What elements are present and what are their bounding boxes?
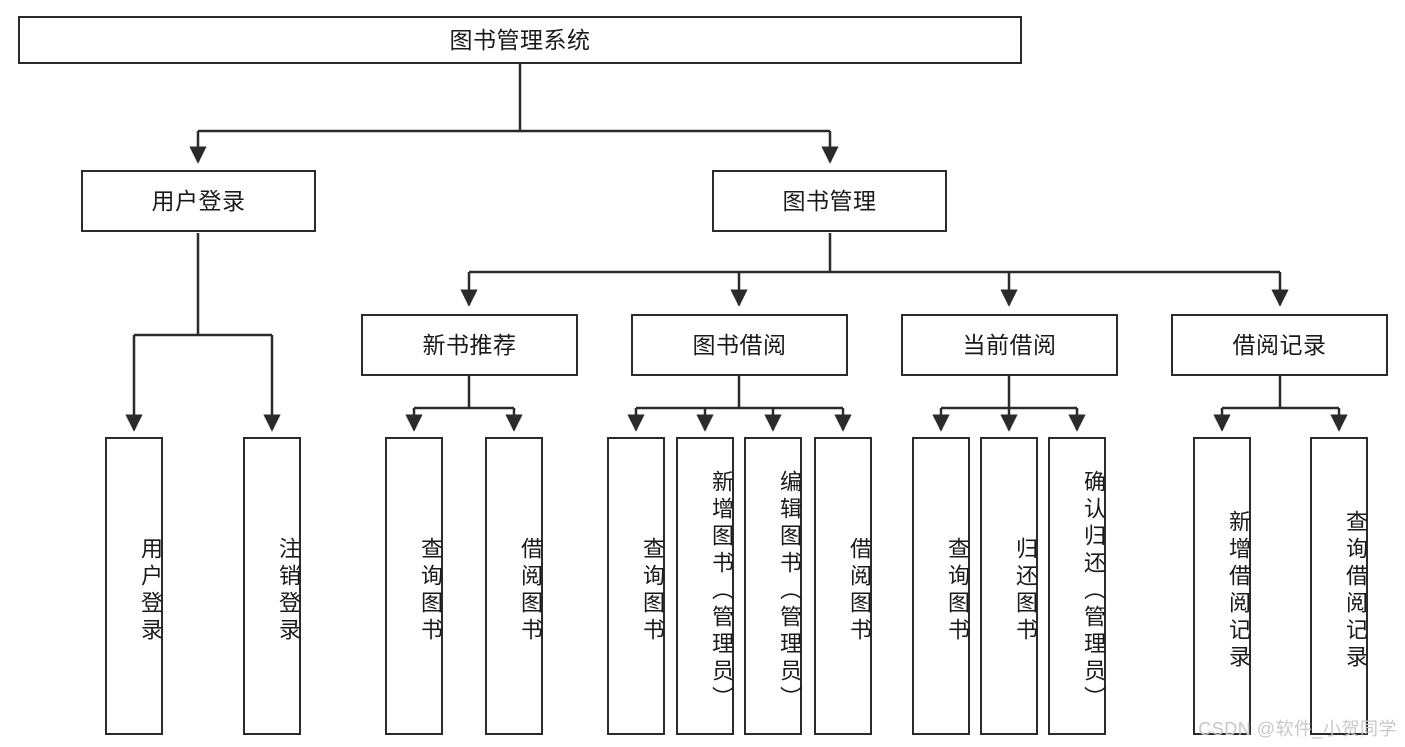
node-current-borrow[interactable]: 当前借阅 bbox=[901, 314, 1118, 376]
node-label: 查询图书 bbox=[418, 537, 443, 645]
node-root-system[interactable]: 图书管理系统 bbox=[18, 16, 1022, 64]
node-label: 当前借阅 bbox=[962, 331, 1057, 358]
leaf-edit-book-admin[interactable]: 编辑图书（管理员） bbox=[744, 437, 802, 735]
csdn-watermark: CSDN @软件_小贺同学 bbox=[1198, 719, 1397, 739]
node-label: 查询图书 bbox=[945, 537, 970, 645]
node-label: 图书借阅 bbox=[692, 331, 787, 358]
node-label: 图书管理 bbox=[782, 187, 877, 214]
leaf-confirm-return-admin[interactable]: 确认归还（管理员） bbox=[1048, 437, 1106, 735]
leaf-query-book-current[interactable]: 查询图书 bbox=[912, 437, 970, 735]
node-label: 编辑图书（管理员） bbox=[777, 469, 802, 713]
node-new-book-recommend[interactable]: 新书推荐 bbox=[361, 314, 578, 376]
leaf-add-book-admin[interactable]: 新增图书（管理员） bbox=[676, 437, 734, 735]
node-label: 查询图书 bbox=[640, 537, 665, 645]
leaf-borrow-book-recommend[interactable]: 借阅图书 bbox=[485, 437, 543, 735]
leaf-query-book-recommend[interactable]: 查询图书 bbox=[385, 437, 443, 735]
leaf-query-book-borrow[interactable]: 查询图书 bbox=[607, 437, 665, 735]
node-label: 借阅图书 bbox=[847, 537, 872, 645]
node-label: 新增借阅记录 bbox=[1226, 510, 1251, 672]
node-label: 借阅记录 bbox=[1232, 331, 1327, 358]
node-label: 查询借阅记录 bbox=[1343, 510, 1368, 672]
leaf-borrow-book[interactable]: 借阅图书 bbox=[814, 437, 872, 735]
node-label: 借阅图书 bbox=[518, 537, 543, 645]
node-label: 用户登录 bbox=[151, 187, 246, 214]
leaf-user-login[interactable]: 用户登录 bbox=[105, 437, 163, 735]
node-label: 确认归还（管理员） bbox=[1081, 469, 1106, 713]
leaf-add-borrow-record[interactable]: 新增借阅记录 bbox=[1193, 437, 1251, 735]
node-book-borrow[interactable]: 图书借阅 bbox=[631, 314, 848, 376]
node-borrow-record[interactable]: 借阅记录 bbox=[1171, 314, 1388, 376]
node-book-management[interactable]: 图书管理 bbox=[712, 170, 947, 232]
node-label: 新书推荐 bbox=[422, 331, 517, 358]
node-user-login[interactable]: 用户登录 bbox=[81, 170, 316, 232]
node-label: 归还图书 bbox=[1013, 537, 1038, 645]
leaf-user-logout[interactable]: 注销登录 bbox=[243, 437, 301, 735]
node-label: 图书管理系统 bbox=[449, 26, 591, 53]
leaf-return-book[interactable]: 归还图书 bbox=[980, 437, 1038, 735]
node-label: 新增图书（管理员） bbox=[709, 469, 734, 713]
node-label: 注销登录 bbox=[276, 537, 301, 645]
leaf-query-borrow-record[interactable]: 查询借阅记录 bbox=[1310, 437, 1368, 735]
node-label: 用户登录 bbox=[138, 537, 163, 645]
